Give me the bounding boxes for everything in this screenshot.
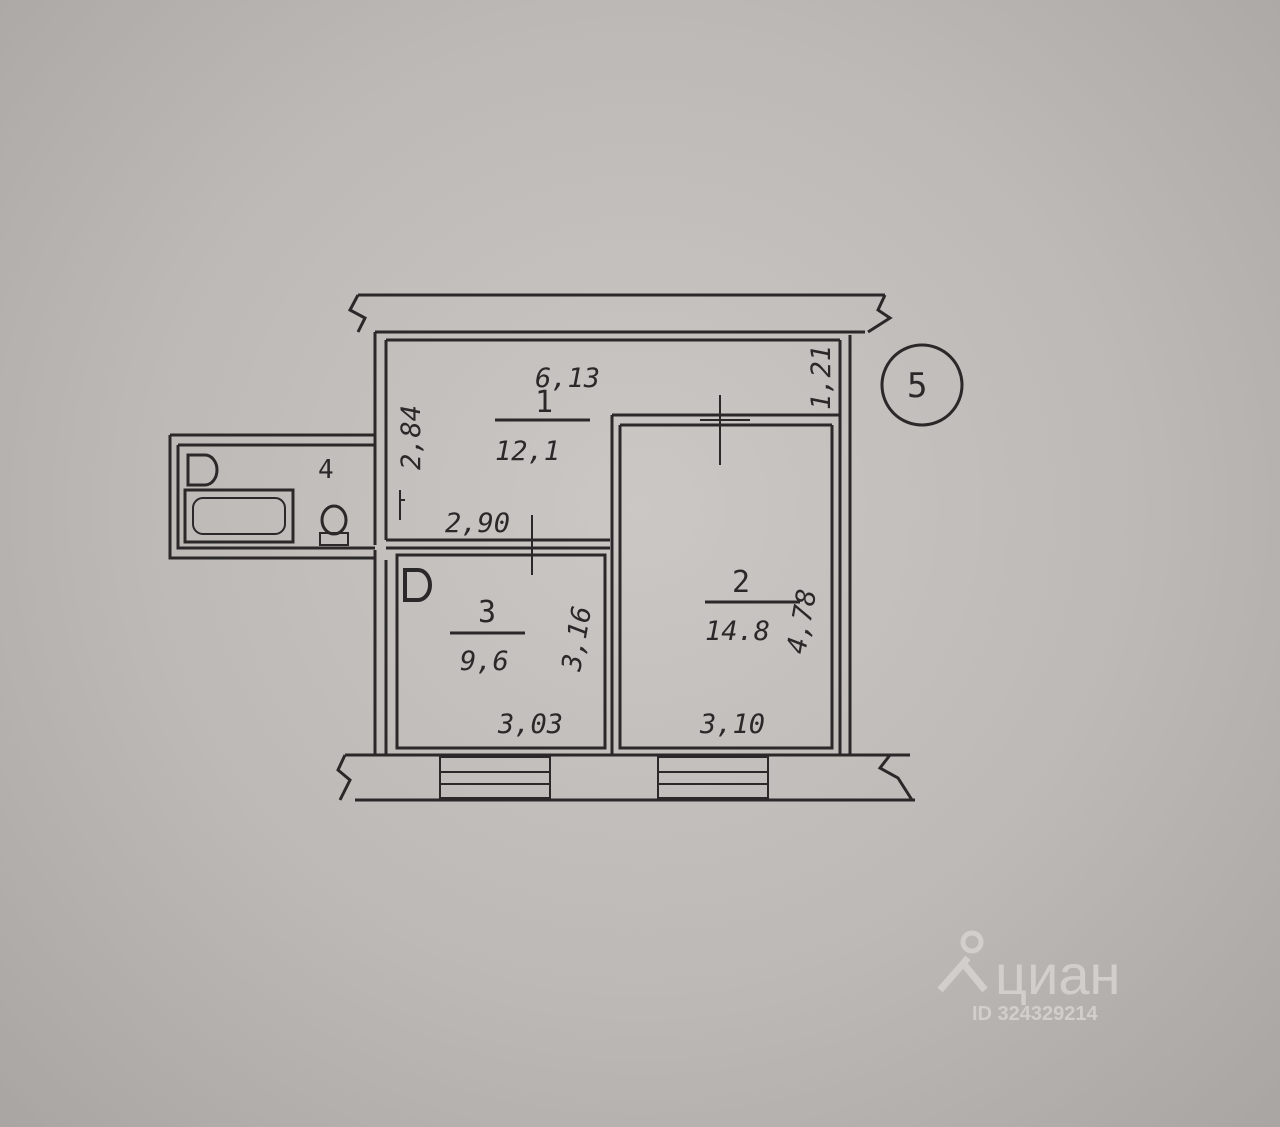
room-3-width: 3,03 [497, 709, 563, 740]
watermark-id: ID 324329214 [972, 1003, 1099, 1025]
room-2-walls [610, 413, 840, 755]
room-4-walls [168, 433, 375, 560]
room-1-walls [373, 332, 852, 755]
room-3-walls [373, 515, 607, 755]
sink-icon [403, 568, 432, 602]
room-2-area: 14.8 [705, 616, 770, 647]
window [657, 756, 769, 799]
toilet-icon [320, 504, 348, 536]
apartment-badge [880, 343, 964, 427]
room-1-bottom-width: 2,90 [445, 508, 510, 539]
room-3-length: 3,16 [556, 604, 598, 674]
cian-watermark: циан ID 324329214 [937, 930, 1120, 1025]
room-3-area: 9,6 [460, 646, 509, 677]
bathtub-icon [183, 488, 295, 544]
room-3-number: 3 [478, 595, 496, 630]
room-1-width: 6,13 [535, 363, 600, 394]
room-2-length: 4,78 [781, 587, 823, 656]
room-1-niche: 1,21 [806, 345, 837, 410]
room-2-number: 2 [732, 565, 750, 600]
location-pin-icon [960, 930, 984, 954]
room-4-number: 4 [318, 455, 334, 485]
sink-icon [186, 453, 219, 487]
bottom-wall [336, 753, 915, 802]
watermark-brand: циан [995, 943, 1120, 1006]
top-wall [347, 293, 893, 334]
window [439, 756, 551, 799]
apartment-badge-number: 5 [907, 366, 927, 406]
room-2-width: 3,10 [699, 709, 765, 740]
room-1-area: 12,1 [495, 436, 560, 467]
room-1-height: 2,84 [396, 405, 427, 470]
room-1-number: 1 [535, 385, 553, 420]
